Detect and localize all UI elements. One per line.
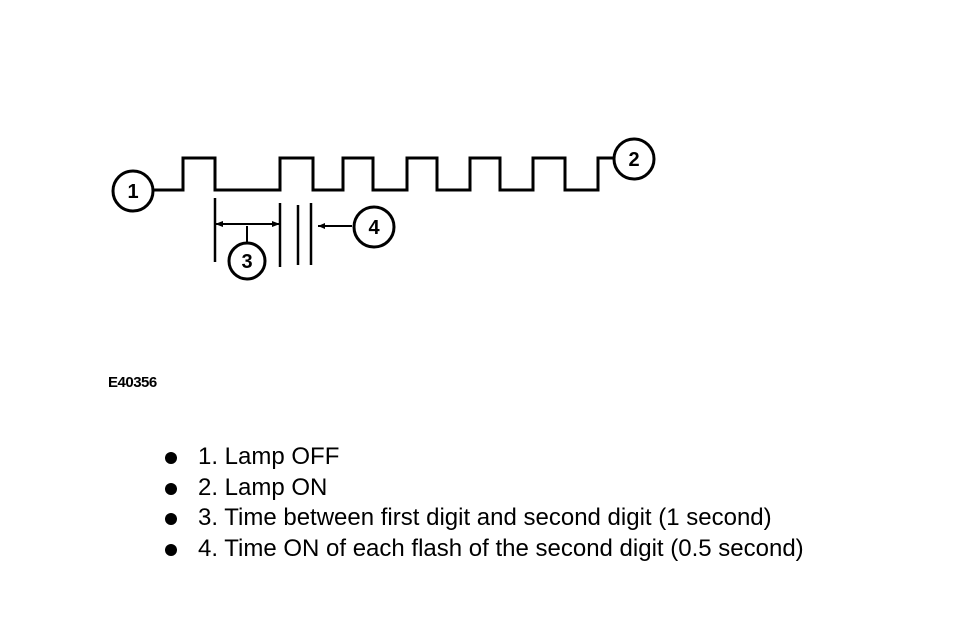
- bullet-icon: [165, 452, 177, 464]
- legend-item: 4. Time ON of each flash of the second d…: [162, 534, 804, 565]
- legend-item-text: 1. Lamp OFF: [198, 443, 340, 470]
- legend-item: 1. Lamp OFF: [162, 442, 804, 473]
- callout-2-label: 2: [628, 149, 639, 171]
- dimension-3-arrowhead-left: [215, 221, 223, 227]
- callout-3-time-between-digits: 3: [227, 241, 267, 281]
- bullet-icon: [165, 513, 177, 525]
- callout-2-lamp-on: 2: [612, 137, 656, 181]
- lamp-flash-waveform-diagram: 1 2 3 4: [111, 137, 656, 281]
- legend-item-text: 3. Time between first digit and second d…: [198, 504, 772, 531]
- callout-4-time-on-flash: 4: [352, 205, 396, 249]
- figure-id-label: E40356: [108, 374, 157, 391]
- callout-1-lamp-off: 1: [111, 169, 155, 213]
- dimension-4-arrowhead: [318, 223, 325, 229]
- legend-item: 2. Lamp ON: [162, 473, 804, 504]
- callout-1-label: 1: [127, 181, 138, 203]
- legend-item: 3. Time between first digit and second d…: [162, 503, 804, 534]
- legend-list: 1. Lamp OFF 2. Lamp ON 3. Time between f…: [162, 442, 804, 564]
- legend-item-text: 4. Time ON of each flash of the second d…: [198, 534, 804, 562]
- waveform-line: [153, 156, 615, 192]
- callout-3-label: 3: [241, 251, 252, 273]
- legend-item-text: 2. Lamp ON: [198, 473, 328, 501]
- bullet-icon: [165, 543, 177, 556]
- callout-4-label: 4: [368, 217, 380, 239]
- bullet-icon: [165, 482, 177, 495]
- dimension-3-arrowhead-right: [272, 221, 280, 227]
